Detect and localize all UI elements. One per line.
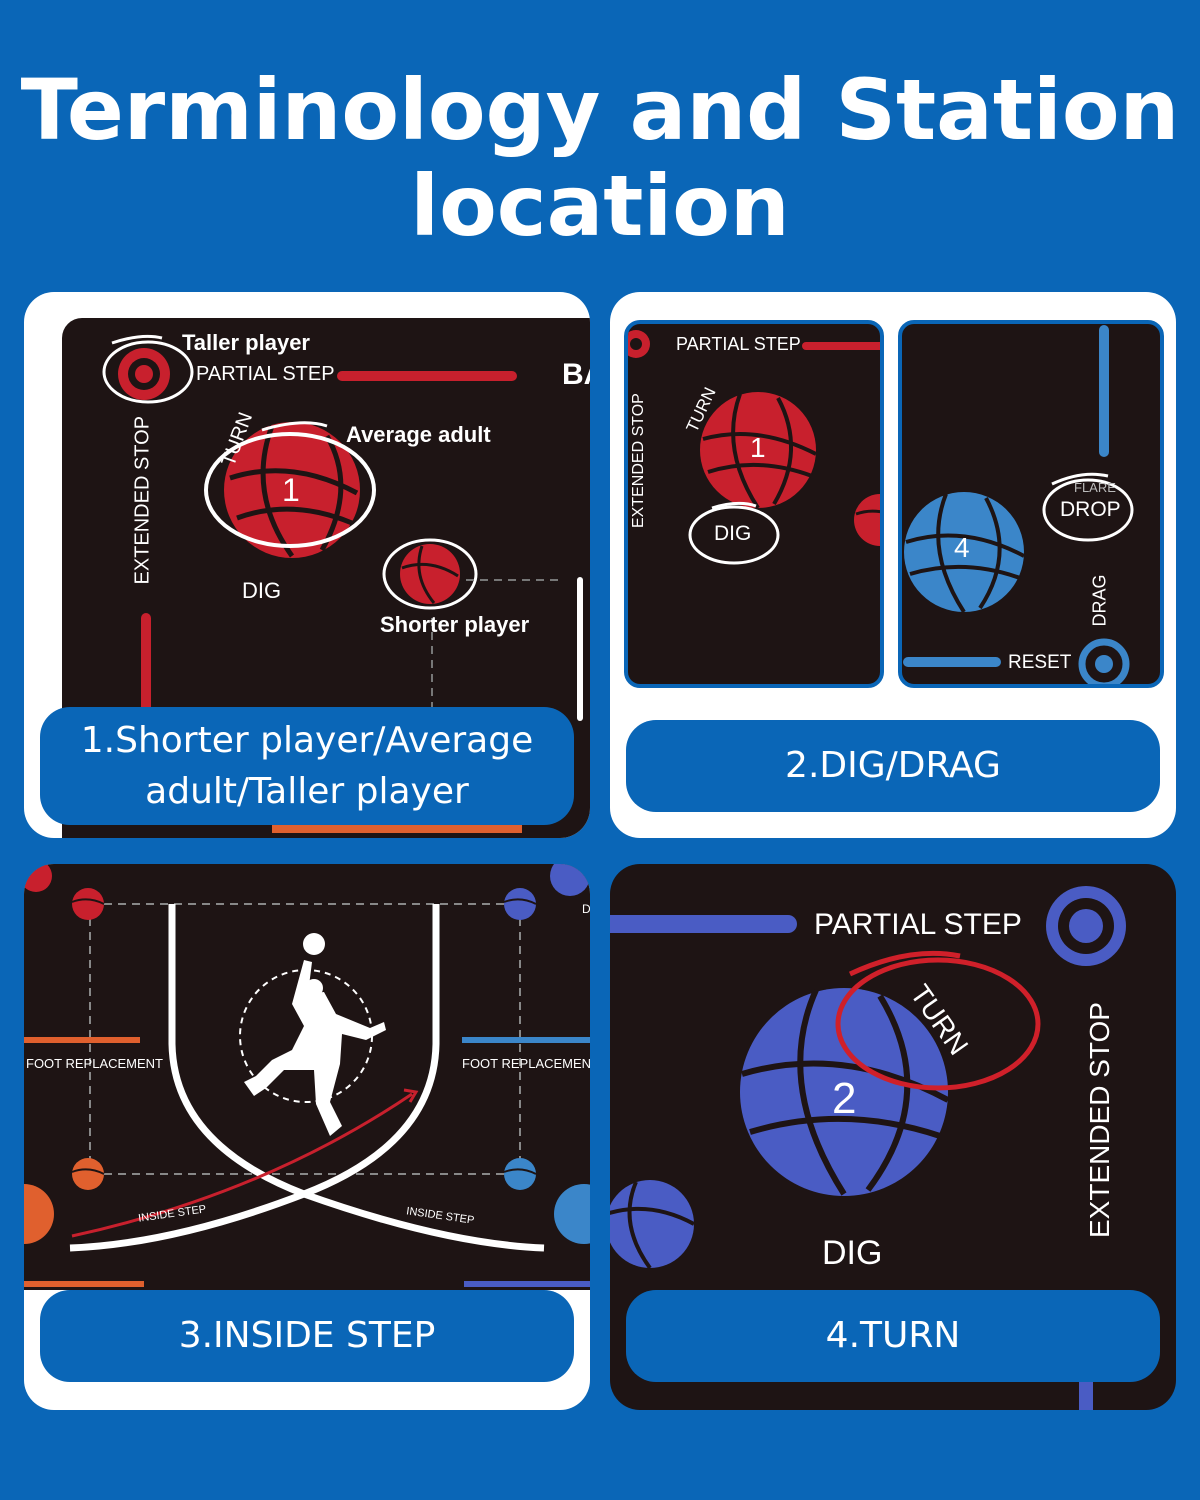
- reset-label: RESET: [1008, 652, 1072, 673]
- mat-graphics-3: [24, 864, 590, 1287]
- extended-stop-label: EXTENDED STOP: [1084, 1002, 1115, 1238]
- caption-1-line-1: 1.Shorter player/Average: [80, 720, 534, 761]
- mat-graphics-2-left: [628, 330, 880, 565]
- caption-panel-4: 4.TURN: [626, 1290, 1160, 1382]
- dig-circle: [688, 505, 780, 565]
- partial-step-label: PARTIAL STEP: [814, 908, 1022, 941]
- average-adult-label: Average adult: [346, 422, 491, 447]
- caption-2-text: 2.DIG/DRAG: [785, 745, 1001, 786]
- edge-d-label: D: [582, 902, 590, 916]
- panel-turn: PARTIAL STEP TURN 2 DIG EXTENDED STOP 4.…: [610, 864, 1176, 1410]
- ball-number-2: 2: [832, 1074, 857, 1123]
- basketball-1-icon: [700, 392, 817, 510]
- ball-number-1: 1: [750, 432, 766, 463]
- jumping-player-icon: [244, 933, 386, 1136]
- basketball-2-icon: [740, 988, 950, 1196]
- ball-number-1: 1: [282, 472, 300, 508]
- flare-label: FLARE: [1074, 480, 1116, 495]
- turn-circle: [835, 957, 1041, 1091]
- mat-graphics-2-right: [903, 325, 1134, 684]
- taller-player-circle: [102, 340, 194, 404]
- panel-player-height: Taller player PARTIAL STEP BA EXTENDED S…: [24, 292, 590, 838]
- average-adult-circle: [204, 432, 376, 548]
- basketball-lightblue-bottom-icon: [503, 1158, 537, 1190]
- basketball-1-icon: [224, 422, 360, 558]
- mat-image-3: D FOOT REPLACEMENT FOOT REPLACEMENT INSI…: [24, 864, 590, 1290]
- basketball-red-top-icon: [71, 888, 105, 920]
- basketball-small-icon: [400, 544, 460, 604]
- caption-4-text: 4.TURN: [825, 1315, 961, 1356]
- basketball-edge-icon: [610, 1180, 695, 1270]
- shorter-player-label: Shorter player: [380, 612, 530, 637]
- mat-graphics-1: [102, 334, 583, 833]
- foot-replacement-right-label: FOOT REPLACEMENT: [462, 1056, 590, 1071]
- caption-1-line-2: adult/Taller player: [145, 771, 469, 812]
- mat-image-2-left: PARTIAL STEP EXTENDED STOP TURN 1 DIG: [624, 320, 884, 688]
- caption-panel-1: 1.Shorter player/Average adult/Taller pl…: [40, 707, 574, 825]
- cut-text-label: BA: [562, 358, 590, 391]
- ball-number-4: 4: [954, 532, 970, 563]
- extended-stop-label: EXTENDED STOP: [630, 393, 647, 528]
- caption-panel-2: 2.DIG/DRAG: [626, 720, 1160, 812]
- extended-stop-label: EXTENDED STOP: [131, 415, 154, 585]
- title-line-1: Terminology and Station: [20, 61, 1180, 159]
- title-line-2: location: [410, 157, 790, 255]
- panel-dig-drag: PARTIAL STEP EXTENDED STOP TURN 1 DIG FL…: [610, 292, 1176, 838]
- panel-inside-step: D FOOT REPLACEMENT FOOT REPLACEMENT INSI…: [24, 864, 590, 1410]
- mat-image-2-right: FLARE DROP 4 DRAG RESET: [898, 320, 1164, 688]
- basketball-blue-top-icon: [503, 888, 537, 920]
- caption-3-text: 3.INSIDE STEP: [178, 1315, 436, 1356]
- mat-graphics-4: [610, 886, 1126, 1410]
- dig-label: DIG: [714, 522, 752, 545]
- basketball-edge-icon: [854, 494, 880, 546]
- drag-label: DRAG: [1089, 574, 1110, 627]
- partial-step-label: PARTIAL STEP: [676, 334, 801, 354]
- dig-label: DIG: [242, 578, 282, 603]
- basketball-4-icon: [904, 492, 1025, 614]
- caption-panel-3: 3.INSIDE STEP: [40, 1290, 574, 1382]
- foot-replacement-left-label: FOOT REPLACEMENT: [26, 1056, 164, 1071]
- reset-target-icon: [1078, 638, 1130, 684]
- dig-label: DIG: [822, 1234, 883, 1272]
- drop-label: DROP: [1060, 498, 1121, 521]
- partial-step-label: PARTIAL STEP: [196, 363, 335, 385]
- basketball-orange-bottom-icon: [71, 1158, 105, 1190]
- shorter-player-circle: [382, 538, 478, 610]
- taller-player-label: Taller player: [182, 330, 310, 355]
- drop-circle: [1042, 478, 1134, 542]
- page-title: Terminology and Station location: [0, 62, 1200, 254]
